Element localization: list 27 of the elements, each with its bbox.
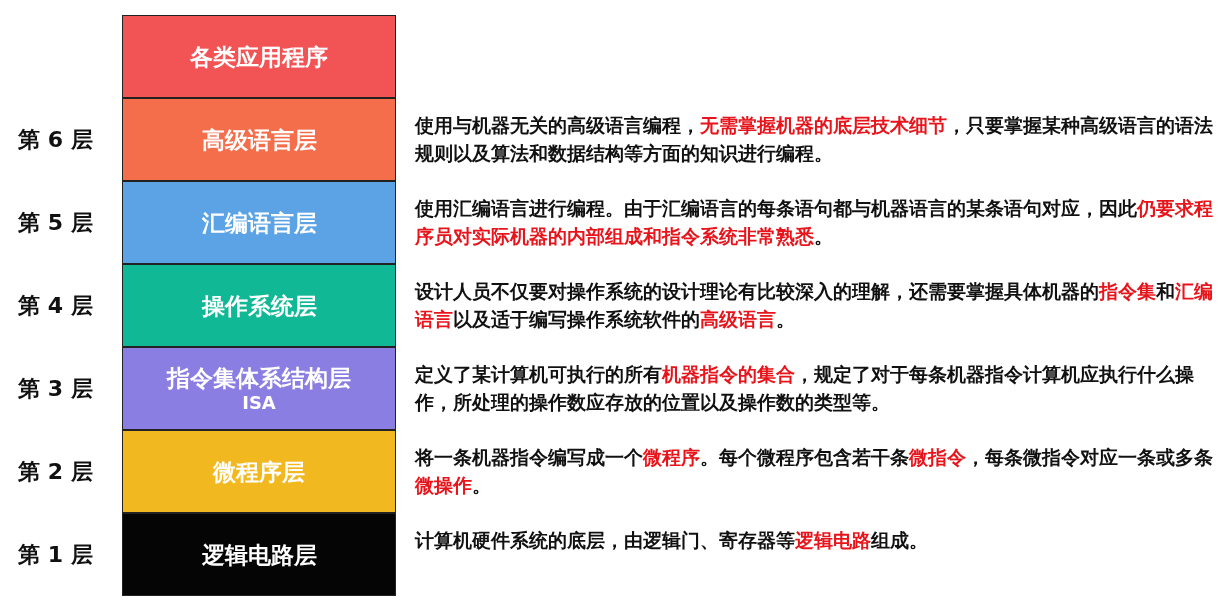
layer-name: 操作系统层 xyxy=(201,291,317,320)
layer-name: 指令集体系结构层 xyxy=(167,363,351,392)
layer-description: 定义了某计算机可执行的所有机器指令的集合，规定了对于每条机器指令计算机应执行什么操作，所处理的操作数应存放的位置以及操作数的类型等。 xyxy=(415,362,1195,415)
layer-number: 第 5 层 xyxy=(18,209,93,237)
layer-name: 微程序层 xyxy=(213,457,305,486)
layer-band xyxy=(122,513,396,596)
layer-number: 第 2 层 xyxy=(18,458,93,486)
layer-description: 计算机硬件系统的底层，由逻辑门、寄存器等逻辑电路组成。 xyxy=(415,528,929,553)
layer-band xyxy=(122,181,396,264)
layer-band xyxy=(122,264,396,347)
layer-number: 第 6 层 xyxy=(18,126,93,154)
layer-name: 逻辑电路层 xyxy=(201,540,317,569)
layer-band xyxy=(122,347,396,430)
layer-band xyxy=(122,98,396,181)
layer-name: 高级语言层 xyxy=(201,125,317,154)
layer-band xyxy=(122,15,396,98)
layer-number: 第 4 层 xyxy=(18,292,93,320)
layer-description: 使用汇编语言进行编程。由于汇编语言的每条语句都与机器语言的某条语句对应，因此仍要求程序员对实际机器的内部组成和指令系统非常熟悉。 xyxy=(415,196,1214,249)
layer-description: 设计人员不仅要对操作系统的设计理论有比较深入的理解，还需要掌握具体机器的指令集和汇编语言以及适于编写操作系统软件的高级语言。 xyxy=(415,279,1214,332)
layer-number: 第 3 层 xyxy=(18,375,93,403)
layer-description: 将一条机器指令编写成一个微程序。每个微程序包含若干条微指令，每条微指令对应一条或多条微操作。 xyxy=(415,445,1214,498)
layer-name: 汇编语言层 xyxy=(201,208,317,237)
layer-number: 第 1 层 xyxy=(18,541,93,569)
layer-band xyxy=(122,430,396,513)
layer-description: 使用与机器无关的高级语言编程，无需掌握机器的底层技术细节，只要掌握某种高级语言的语法规则以及算法和数据结构等方面的知识进行编程。 xyxy=(415,113,1214,166)
layer-abbreviation: ISA xyxy=(242,391,276,414)
layer-name: 各类应用程序 xyxy=(190,42,328,71)
